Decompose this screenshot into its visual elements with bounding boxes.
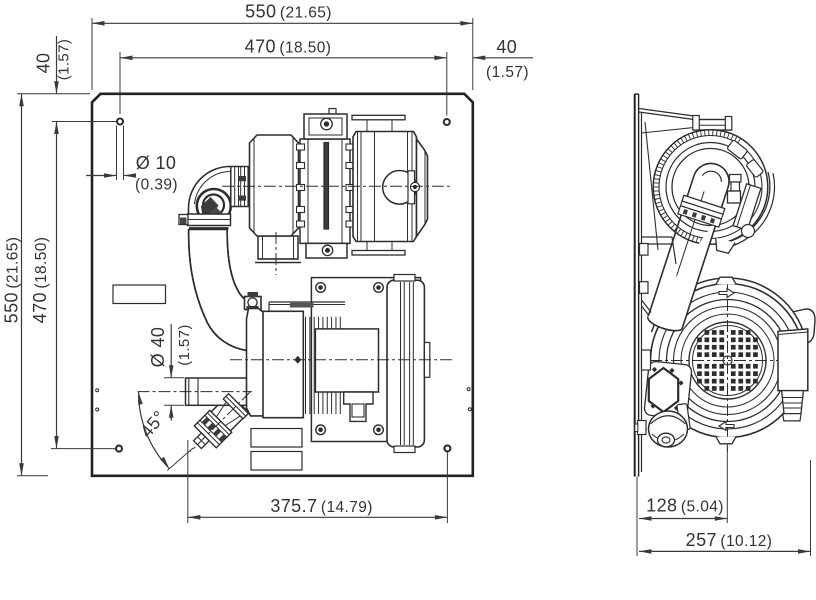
svg-text:40: 40 [34, 53, 54, 74]
svg-text:(1.57): (1.57) [56, 39, 73, 81]
svg-text:Ø 10: Ø 10 [136, 153, 177, 173]
svg-text:(1.57): (1.57) [486, 64, 529, 81]
svg-text:40: 40 [496, 37, 517, 57]
svg-text:257 (10.12): 257 (10.12) [686, 530, 773, 550]
svg-text:128 (5.04): 128 (5.04) [646, 495, 724, 515]
svg-text:550 (21.65): 550 (21.65) [2, 237, 22, 324]
svg-text:470 (18.50): 470 (18.50) [30, 237, 50, 324]
svg-text:470 (18.50): 470 (18.50) [245, 36, 332, 56]
svg-text:550 (21.65): 550 (21.65) [245, 2, 332, 22]
svg-text:(0.39): (0.39) [135, 177, 178, 194]
svg-text:375.7 (14.79): 375.7 (14.79) [270, 496, 372, 516]
svg-text:(1.57): (1.57) [176, 324, 193, 366]
svg-text:Ø 40: Ø 40 [148, 327, 168, 368]
